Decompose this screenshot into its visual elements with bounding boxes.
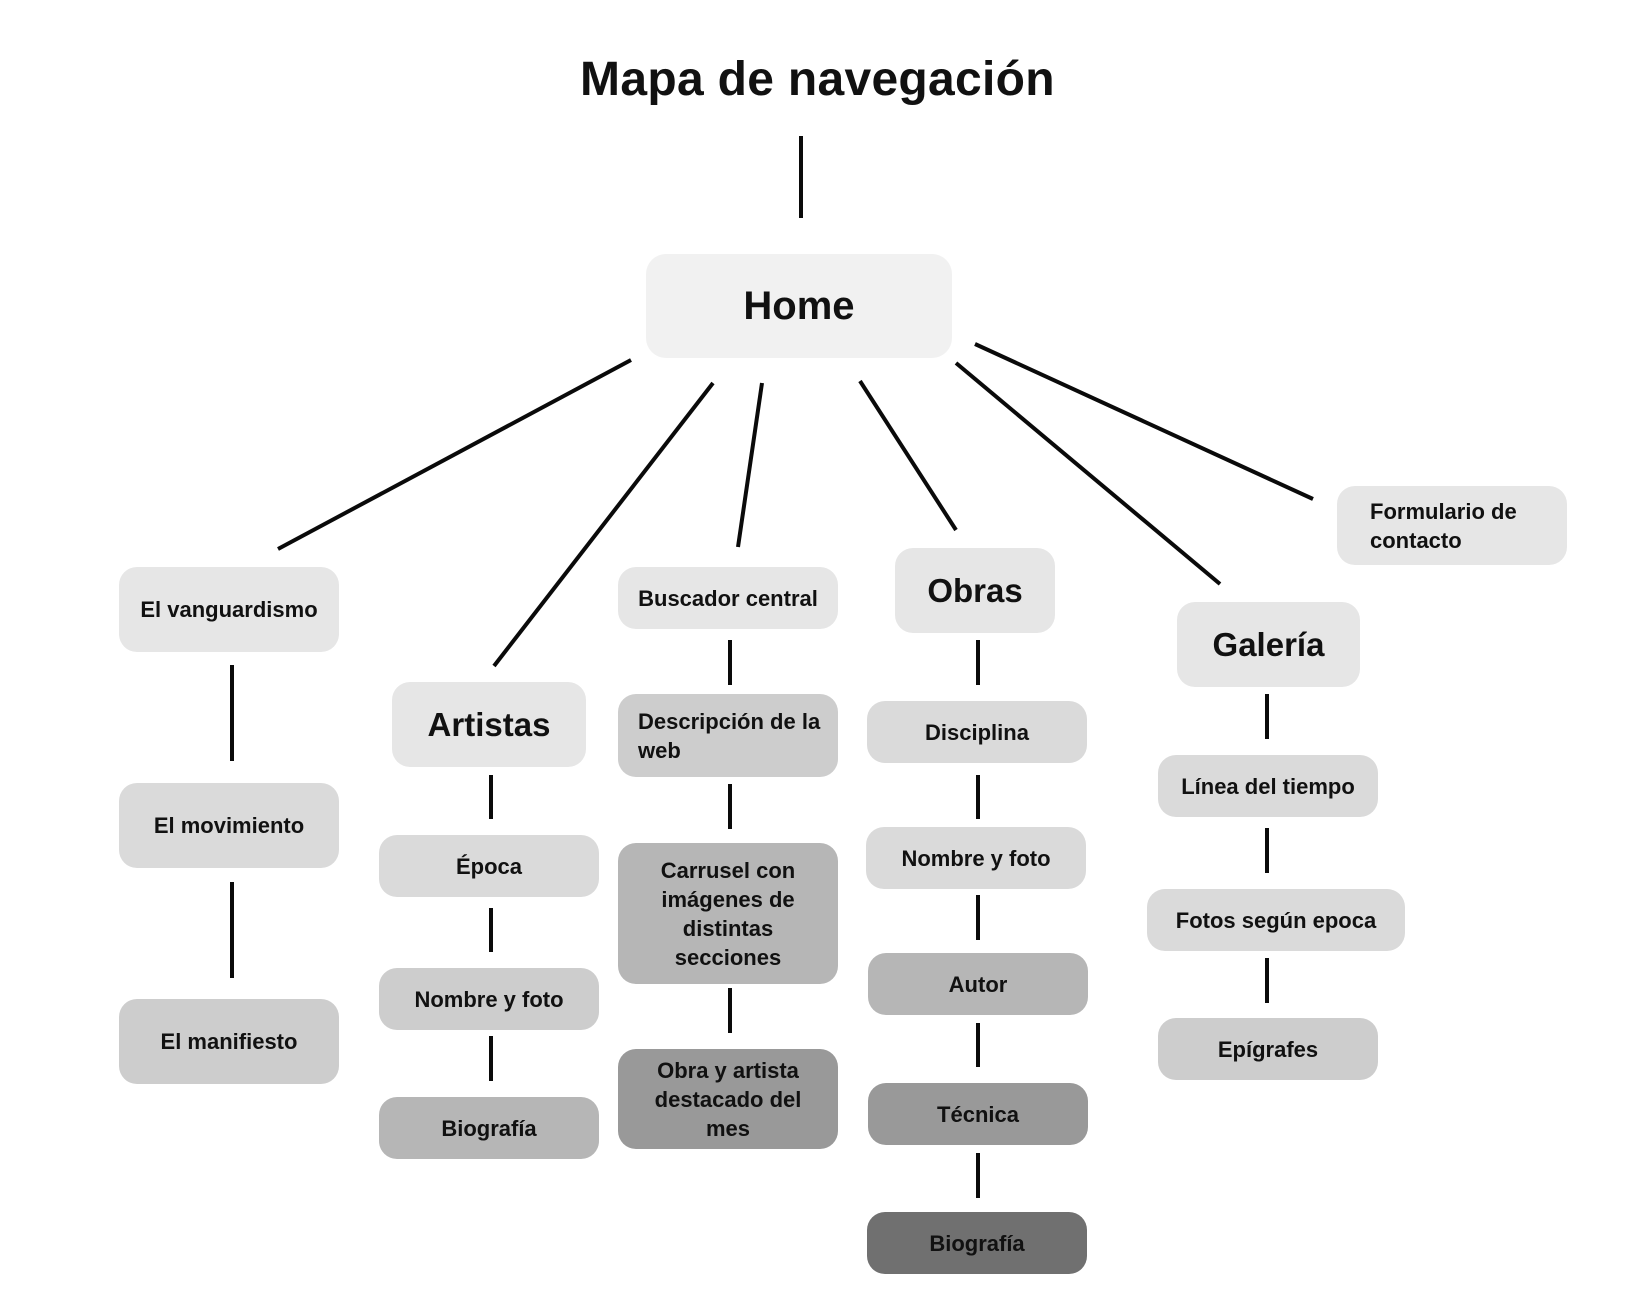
node-obra-y-artista-destacado: Obra y artista destacado del mes	[618, 1049, 838, 1149]
node-el-vanguardismo: El vanguardismo	[119, 567, 339, 652]
node-descripcion-de-la-web: Descripción de la web	[618, 694, 838, 777]
node-formulario-de-contacto: Formulario de contacto	[1337, 486, 1567, 565]
node-disciplina: Disciplina	[867, 701, 1087, 763]
line-home-artistas	[492, 381, 715, 668]
page-title: Mapa de navegación	[580, 53, 1055, 106]
node-epigrafes: Epígrafes	[1158, 1018, 1378, 1080]
node-home: Home	[646, 254, 952, 358]
node-fotos-segun-epoca: Fotos según epoca	[1147, 889, 1405, 951]
node-artistas: Artistas	[392, 682, 586, 767]
node-carrusel: Carrusel con imágenes de distintas secci…	[618, 843, 838, 984]
node-buscador-central: Buscador central	[618, 567, 838, 629]
node-obras: Obras	[895, 548, 1055, 633]
node-linea-del-tiempo: Línea del tiempo	[1158, 755, 1378, 817]
line-home-galeria	[954, 361, 1222, 586]
node-el-manifiesto: El manifiesto	[119, 999, 339, 1084]
node-galeria: Galería	[1177, 602, 1360, 687]
line-home-buscador	[736, 382, 764, 548]
node-autor: Autor	[868, 953, 1088, 1015]
node-tecnica: Técnica	[868, 1083, 1088, 1145]
line-home-vanguardismo	[277, 358, 632, 551]
node-epoca: Época	[379, 835, 599, 897]
line-home-obras	[858, 379, 958, 532]
line-home-contacto	[974, 342, 1314, 501]
node-obras-nombre-y-foto: Nombre y foto	[866, 827, 1086, 889]
node-artistas-biografia: Biografía	[379, 1097, 599, 1159]
node-obras-biografia: Biografía	[867, 1212, 1087, 1274]
node-el-movimiento: El movimiento	[119, 783, 339, 868]
node-artistas-nombre-y-foto: Nombre y foto	[379, 968, 599, 1030]
